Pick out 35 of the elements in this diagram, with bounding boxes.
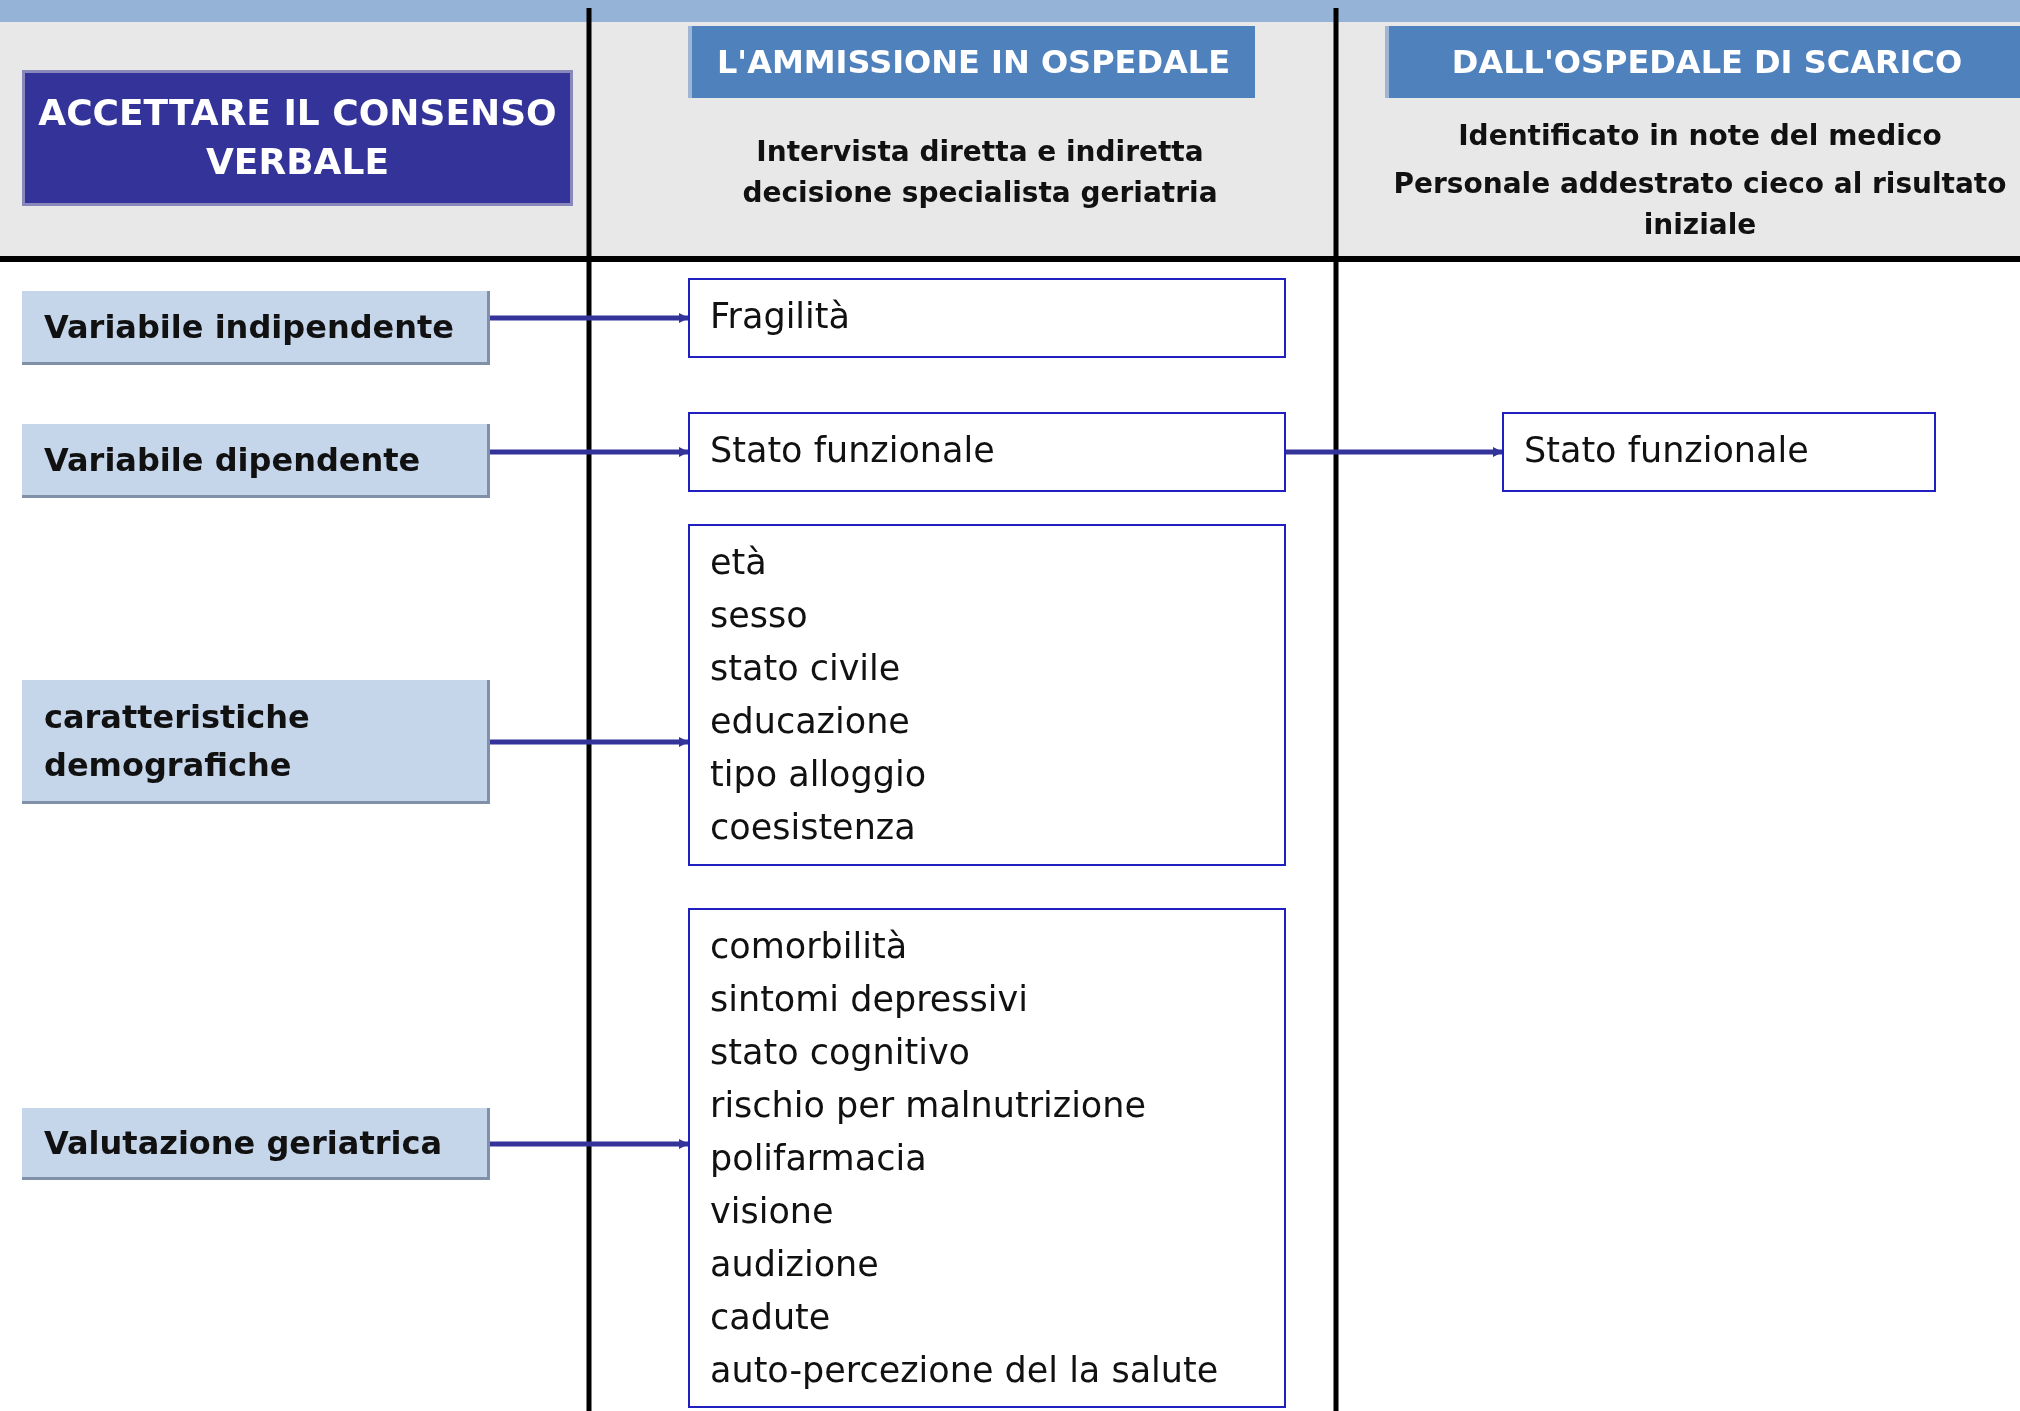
arrow xyxy=(490,313,689,323)
list-item: età xyxy=(710,541,768,584)
title-box: ACCETTARE IL CONSENSO VERBALE xyxy=(22,70,573,206)
list-item: stato civile xyxy=(710,647,902,690)
arrow xyxy=(490,447,689,457)
list-item: comorbilità xyxy=(710,925,909,968)
arrow xyxy=(1286,447,1503,457)
arrow xyxy=(490,1139,689,1149)
category-label: Variabile dipendente xyxy=(22,424,490,498)
list-item: rischio per malnutrizione xyxy=(710,1084,1147,1127)
category-label: Valutazione geriatrica xyxy=(22,1108,490,1180)
list-item: audizione xyxy=(710,1243,880,1286)
variable-box: Fragilità xyxy=(688,278,1286,358)
list-item: educazione xyxy=(710,700,911,743)
category-label: caratteristiche demografiche xyxy=(22,680,490,804)
list-item: cadute xyxy=(710,1296,832,1339)
column-header-tab: L'AMMISSIONE IN OSPEDALE xyxy=(688,26,1255,98)
variable-list-box xyxy=(688,524,1286,866)
variable-box: Stato funzionale xyxy=(688,412,1286,492)
list-item: sintomi depressivi xyxy=(710,978,1029,1021)
list-item: auto-percezione del la salute xyxy=(710,1349,1220,1392)
list-item: polifarmacia xyxy=(710,1137,928,1180)
arrow xyxy=(490,737,689,747)
list-item: stato cognitivo xyxy=(710,1031,972,1074)
variable-box: Stato funzionale xyxy=(1502,412,1936,492)
variable-list-box xyxy=(688,908,1286,1408)
list-item: coesistenza xyxy=(710,806,917,849)
column-description: Intervista diretta e indiretta decisione specialista geriatria xyxy=(741,134,1219,211)
category-label: Variabile indipendente xyxy=(22,291,490,365)
column-header-tab: DALL'OSPEDALE DI SCARICO xyxy=(1385,26,2020,98)
list-item: tipo alloggio xyxy=(710,753,928,796)
list-item: sesso xyxy=(710,594,809,637)
column-description: Personale addestrato cieco al risultato iniziale xyxy=(1392,166,2008,243)
list-item: visione xyxy=(710,1190,835,1233)
column-description: Identificato in note del medico xyxy=(1457,118,1943,154)
